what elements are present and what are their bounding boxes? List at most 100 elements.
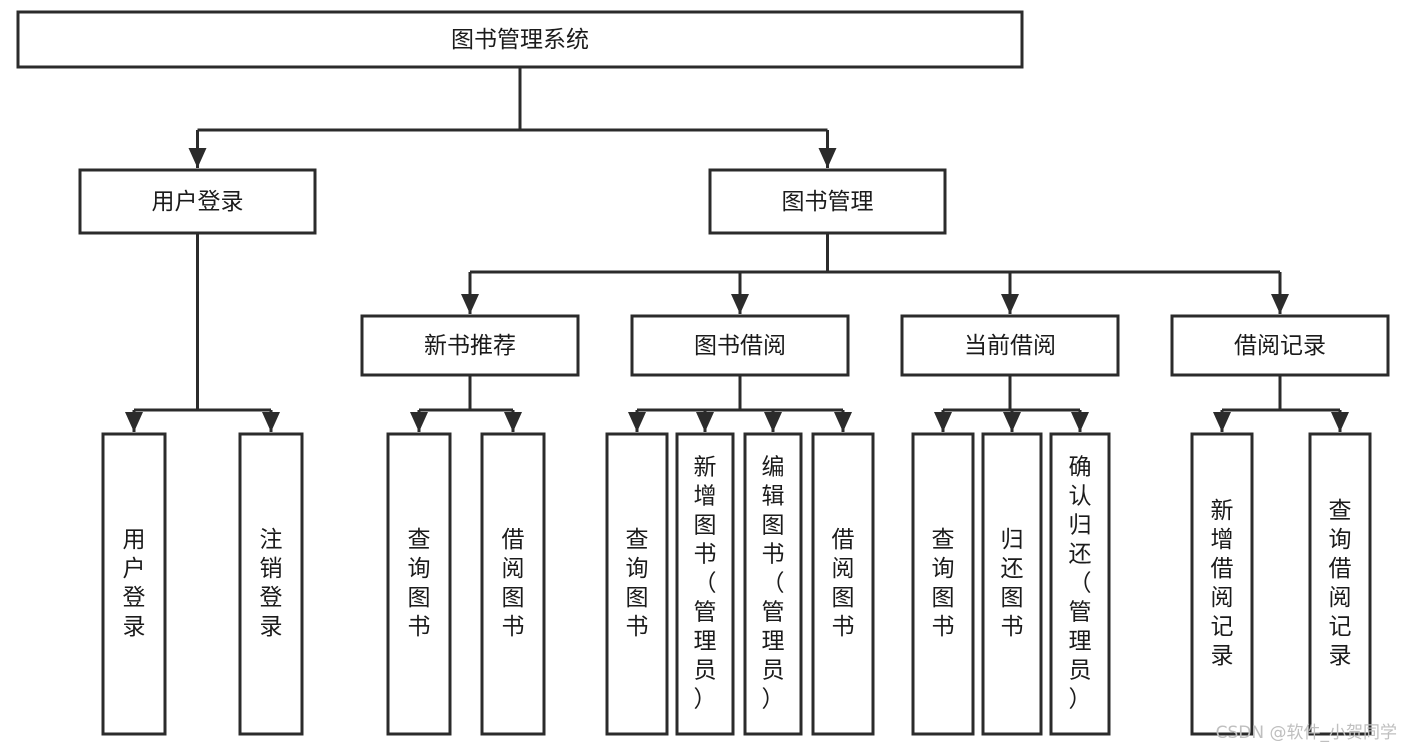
- svg-text:记: 记: [1211, 614, 1234, 640]
- svg-text:图: 图: [626, 585, 649, 611]
- svg-text:询: 询: [408, 556, 431, 582]
- leaf-box-book-borrow-2[interactable]: [743, 432, 803, 736]
- arrow-head-icon: [696, 412, 714, 432]
- svg-text:户: 户: [123, 556, 146, 582]
- arrow-head-icon: [1213, 412, 1231, 432]
- arrow-head-icon: [188, 148, 207, 168]
- node-level2-0[interactable]: [78, 168, 317, 235]
- arrow-head-icon: [461, 294, 479, 314]
- svg-text:书: 书: [1001, 614, 1024, 640]
- node-level3-label-1: 图书借阅: [694, 333, 786, 359]
- leaf-box-new-book-1[interactable]: [480, 432, 546, 736]
- leaf-box-current-borrow-2[interactable]: [1049, 432, 1111, 736]
- arrow-head-icon: [764, 412, 782, 432]
- svg-text:阅: 阅: [1329, 585, 1352, 611]
- svg-text:（: （: [1069, 571, 1092, 597]
- arrow-head-icon: [125, 412, 143, 432]
- svg-text:增: 增: [694, 484, 717, 510]
- svg-text:还: 还: [1001, 556, 1024, 582]
- svg-text:图: 图: [1001, 585, 1024, 611]
- leaf-box-user-login-1[interactable]: [238, 432, 304, 736]
- svg-text:）: ）: [762, 687, 785, 713]
- svg-text:新: 新: [1211, 498, 1234, 524]
- node-level3-3[interactable]: [1170, 314, 1390, 377]
- node-root-label: 图书管理系统: [451, 27, 589, 53]
- svg-text:录: 录: [1211, 643, 1234, 669]
- svg-text:）: ）: [1069, 687, 1092, 713]
- svg-text:登: 登: [260, 585, 283, 611]
- svg-text:借: 借: [502, 527, 525, 553]
- svg-text:认: 认: [1069, 484, 1092, 510]
- svg-text:查: 查: [408, 527, 431, 553]
- node-level3-label-2: 当前借阅: [964, 333, 1056, 359]
- arrow-head-icon: [1001, 294, 1019, 314]
- svg-text:书: 书: [762, 542, 785, 568]
- leaf-box-book-borrow-0[interactable]: [605, 432, 669, 736]
- node-level3-2[interactable]: [900, 314, 1120, 377]
- svg-text:书: 书: [694, 542, 717, 568]
- leaf-box-book-borrow-3[interactable]: [811, 432, 875, 736]
- node-level3-label-0: 新书推荐: [424, 333, 516, 359]
- leaf-label-user-login-0: 用户登录: [123, 527, 146, 640]
- node-level3-1[interactable]: [630, 314, 850, 377]
- arrow-head-icon: [1331, 412, 1349, 432]
- svg-text:图: 图: [832, 585, 855, 611]
- svg-text:理: 理: [1069, 629, 1092, 655]
- svg-text:书: 书: [932, 614, 955, 640]
- svg-text:查: 查: [932, 527, 955, 553]
- arrow-head-icon: [1271, 294, 1289, 314]
- svg-text:管: 管: [694, 600, 717, 626]
- arrow-head-icon: [504, 412, 522, 432]
- node-root[interactable]: [16, 10, 1024, 69]
- svg-text:注: 注: [260, 527, 283, 553]
- leaf-box-borrow-record-0[interactable]: [1190, 432, 1254, 736]
- leaf-box-user-login-0[interactable]: [101, 432, 167, 736]
- svg-text:（: （: [694, 571, 717, 597]
- node-level2-label-0: 用户登录: [152, 189, 244, 215]
- svg-text:）: ）: [694, 687, 717, 713]
- svg-text:借: 借: [1211, 556, 1234, 582]
- arrow-head-icon: [818, 148, 837, 168]
- svg-text:录: 录: [123, 614, 146, 640]
- leaf-box-borrow-record-1[interactable]: [1308, 432, 1372, 736]
- arrow-head-icon: [1071, 412, 1089, 432]
- svg-text:阅: 阅: [502, 556, 525, 582]
- arrow-head-icon: [628, 412, 646, 432]
- svg-text:员: 员: [694, 658, 717, 684]
- svg-text:记: 记: [1329, 614, 1352, 640]
- svg-text:书: 书: [408, 614, 431, 640]
- watermark-label: CSDN @软件_小贺同学: [1215, 723, 1397, 743]
- svg-text:员: 员: [1069, 658, 1092, 684]
- svg-text:员: 员: [762, 658, 785, 684]
- svg-text:录: 录: [1329, 643, 1352, 669]
- svg-text:登: 登: [123, 585, 146, 611]
- leaf-box-current-borrow-1[interactable]: [981, 432, 1043, 736]
- svg-text:阅: 阅: [832, 556, 855, 582]
- svg-text:编: 编: [762, 455, 785, 481]
- svg-text:管: 管: [762, 600, 785, 626]
- svg-text:查: 查: [1329, 498, 1352, 524]
- svg-text:书: 书: [502, 614, 525, 640]
- leaf-box-current-borrow-0[interactable]: [911, 432, 975, 736]
- leaf-box-book-borrow-1[interactable]: [675, 432, 735, 736]
- svg-text:询: 询: [932, 556, 955, 582]
- svg-text:新: 新: [694, 455, 717, 481]
- svg-text:归: 归: [1001, 527, 1024, 553]
- svg-text:书: 书: [626, 614, 649, 640]
- svg-text:借: 借: [832, 527, 855, 553]
- svg-text:书: 书: [832, 614, 855, 640]
- svg-text:增: 增: [1211, 527, 1234, 553]
- svg-text:理: 理: [762, 629, 785, 655]
- svg-text:阅: 阅: [1211, 585, 1234, 611]
- node-level2-label-1: 图书管理: [782, 189, 874, 215]
- svg-text:用: 用: [123, 527, 146, 553]
- leaf-box-new-book-0[interactable]: [386, 432, 452, 736]
- arrow-head-icon: [934, 412, 952, 432]
- svg-text:管: 管: [1069, 600, 1092, 626]
